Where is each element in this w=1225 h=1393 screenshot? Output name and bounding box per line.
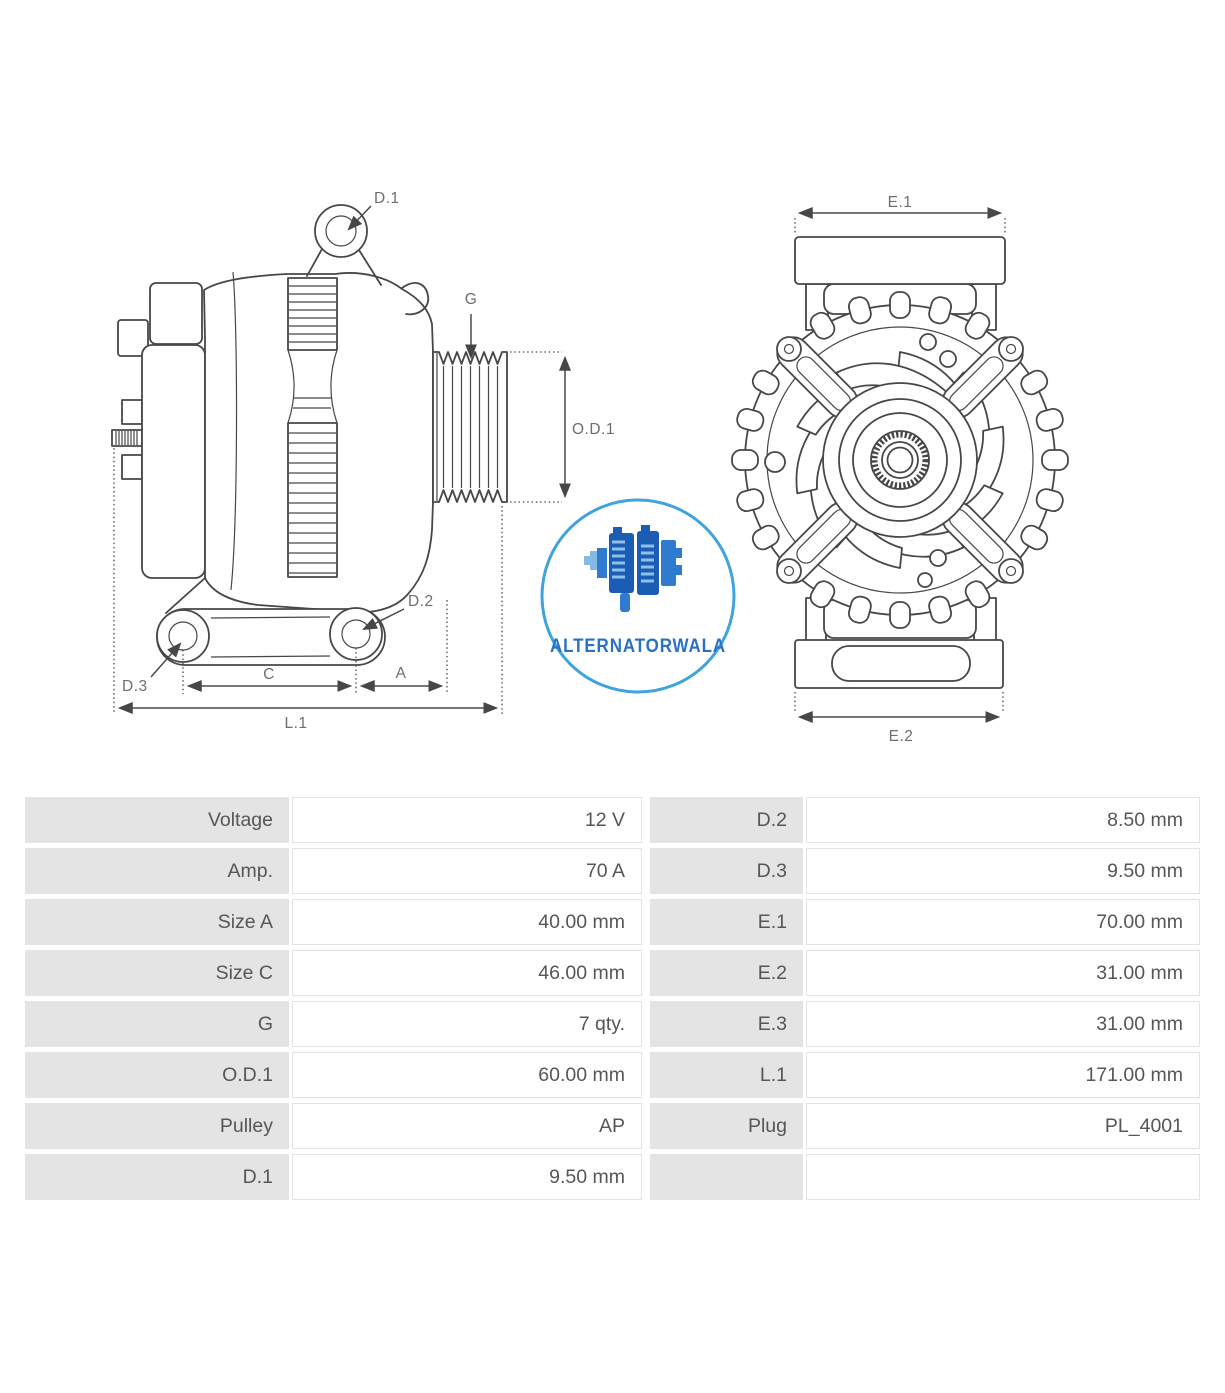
front-view-drawing: E.1 E.2 (731, 194, 1069, 745)
spec-value-od1: 60.00 mm (292, 1052, 642, 1098)
spec-value-g: 7 qty. (292, 1001, 642, 1047)
dim-label-e2: E.2 (889, 728, 914, 745)
front-view-dimensions: E.1 E.2 (794, 194, 1006, 745)
spec-value-e1: 70.00 mm (806, 899, 1200, 945)
brand-logo: ALTERNATORWALA (540, 498, 736, 694)
spec-value-plug: PL_4001 (806, 1103, 1200, 1149)
spec-value-size-c: 46.00 mm (292, 950, 642, 996)
brand-logo-text: ALTERNATORWALA (550, 636, 726, 657)
spec-value-d2: 8.50 mm (806, 797, 1200, 843)
spec-label-d1: D.1 (25, 1154, 289, 1200)
spec-value-e3: 31.00 mm (806, 1001, 1200, 1047)
spec-value-voltage: 12 V (292, 797, 642, 843)
spec-label-size-c: Size C (25, 950, 289, 996)
spec-value-amp: 70 A (292, 848, 642, 894)
spec-label-l1: L.1 (650, 1052, 803, 1098)
spec-label-size-a: Size A (25, 899, 289, 945)
dim-label-a: A (396, 665, 407, 682)
spec-label-e2: E.2 (650, 950, 803, 996)
dim-label-e1: E.1 (888, 194, 913, 211)
spec-value-l1: 171.00 mm (806, 1052, 1200, 1098)
dim-label-od1: O.D.1 (572, 421, 615, 438)
dim-label-l1: L.1 (284, 715, 307, 732)
spec-value-pulley: AP (292, 1103, 642, 1149)
spec-label-empty (650, 1154, 803, 1200)
spec-label-pulley: Pulley (25, 1103, 289, 1149)
dim-label-g: G (465, 291, 478, 308)
dim-label-d3: D.3 (122, 678, 148, 695)
spec-value-e2: 31.00 mm (806, 950, 1200, 996)
alternator-logo-icon (584, 525, 682, 612)
spec-value-d3: 9.50 mm (806, 848, 1200, 894)
spec-label-d2: D.2 (650, 797, 803, 843)
spec-label-e1: E.1 (650, 899, 803, 945)
knurl-hatch (115, 431, 138, 445)
dim-label-c: C (263, 666, 275, 683)
side-view-dimensions: D.1 G O.D.1 D.3 D.2 C A L.1 (113, 190, 615, 732)
side-view-drawing: D.1 G O.D.1 D.3 D.2 C A L.1 (111, 190, 615, 732)
shaft-hub (822, 382, 978, 538)
spec-label-amp: Amp. (25, 848, 289, 894)
spec-value-empty (806, 1154, 1200, 1200)
spec-label-g: G (25, 1001, 289, 1047)
dim-label-d2: D.2 (408, 593, 434, 610)
spec-label-d3: D.3 (650, 848, 803, 894)
spec-label-od1: O.D.1 (25, 1052, 289, 1098)
spec-label-e3: E.3 (650, 1001, 803, 1047)
spec-value-d1: 9.50 mm (292, 1154, 642, 1200)
alternator-diagram: D.1 G O.D.1 D.3 D.2 C A L.1 (111, 190, 1069, 745)
spec-table: Voltage 12 V D.2 8.50 mm Amp. 70 A D.3 9… (25, 797, 1200, 1200)
dim-label-d1: D.1 (374, 190, 400, 207)
spec-label-voltage: Voltage (25, 797, 289, 843)
spec-value-size-a: 40.00 mm (292, 899, 642, 945)
spec-label-plug: Plug (650, 1103, 803, 1149)
